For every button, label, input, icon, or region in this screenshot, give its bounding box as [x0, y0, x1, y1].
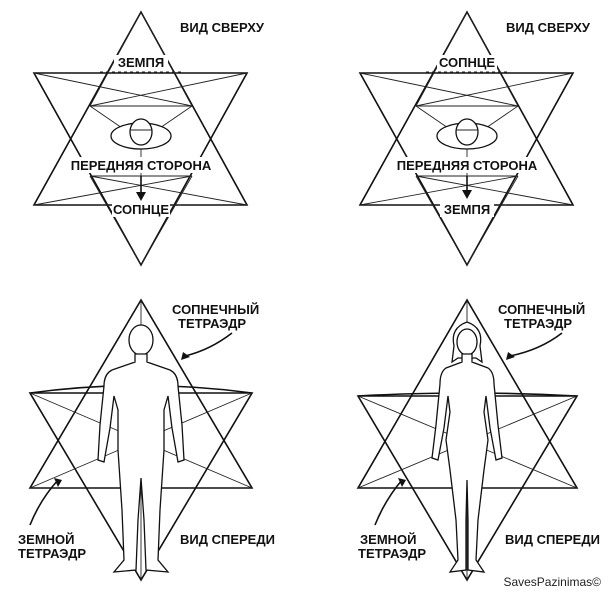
- sun-pointer-arrow: [184, 332, 233, 357]
- female-figure: [431, 321, 503, 573]
- upper-label: СОПНЦЕ: [439, 55, 495, 70]
- earth-tetra-label-2: ТЕТРАЭДР: [358, 546, 426, 561]
- front-view-right: СОПНЕЧНЫЙ ТЕТРАЭДР ЗЕМНОЙ ТЕТРАЭДР ВИД С…: [356, 298, 600, 582]
- middle-label: ПЕРЕДНЯЯ СТОРОНА: [397, 158, 538, 173]
- sun-tetra-label-1: СОПНЕЧНЫЙ: [498, 302, 585, 317]
- arrow-head: [462, 190, 472, 199]
- arrow-head: [136, 192, 146, 201]
- upper-label: ЗЕМПЯ: [118, 55, 164, 70]
- male-figure: [97, 324, 185, 573]
- front-view-label: ВИД СПЕРЕДИ: [180, 532, 275, 547]
- head-top-view: [436, 118, 498, 150]
- sun-tetra-label-2: ТЕТРАЭДР: [178, 316, 246, 331]
- top-view-label: ВИД СВЕРХУ: [506, 20, 591, 35]
- lower-label: СОПНЦЕ: [113, 202, 169, 217]
- head-top-view: [110, 118, 172, 150]
- earth-pointer-arrow: [374, 479, 403, 526]
- front-view-left: СОПНЕЧНЫЙ ТЕТРАЭДР ЗЕМНОЙ ТЕТРАЭДР ВИД С…: [18, 298, 275, 582]
- sun-tetra-label-2: ТЕТРАЭДР: [504, 316, 572, 331]
- top-view-label: ВИД СВЕРХУ: [180, 20, 265, 35]
- front-view-label: ВИД СПЕРЕДИ: [505, 532, 600, 547]
- earth-tetra-label-2: ТЕТРАЭДР: [18, 546, 86, 561]
- watermark: SavesPazinimas©: [503, 575, 601, 589]
- earth-tetra-label-1: ЗЕМНОЙ: [18, 532, 75, 547]
- sun-tetra-label-1: СОПНЕЧНЫЙ: [172, 302, 259, 317]
- lower-label: ЗЕМПЯ: [444, 202, 490, 217]
- sun-pointer-arrow: [509, 332, 563, 357]
- middle-label: ПЕРЕДНЯЯ СТОРОНА: [71, 158, 212, 173]
- earth-pointer-arrow: [29, 479, 59, 526]
- top-view-left: ЗЕМПЯ ПЕРЕДНЯЯ СТОРОНА СОПНЦЕ ВИД СВЕРХУ: [32, 10, 265, 267]
- earth-tetra-label-1: ЗЕМНОЙ: [360, 532, 417, 547]
- top-view-right: СОПНЦЕ ПЕРЕДНЯЯ СТОРОНА ЗЕМПЯ ВИД СВЕРХУ: [358, 10, 591, 267]
